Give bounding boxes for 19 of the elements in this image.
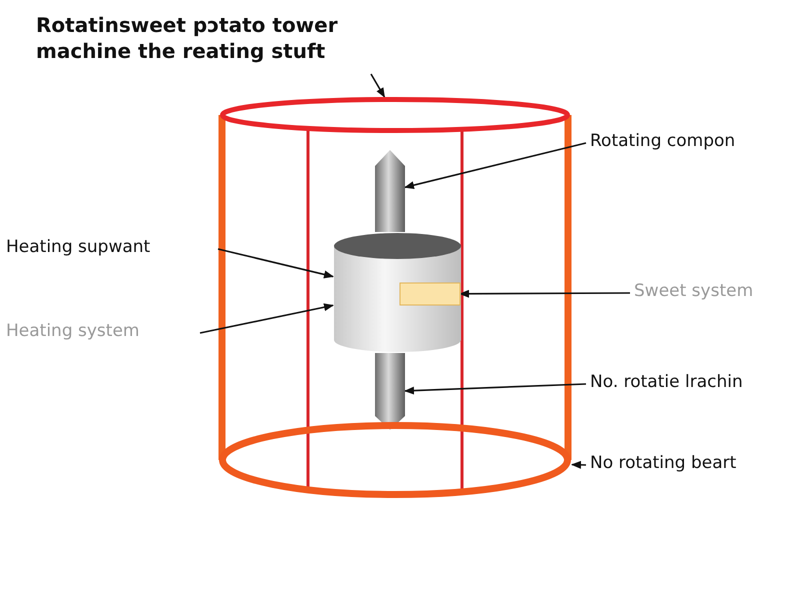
heating-band [400, 283, 460, 305]
leader-arrow [404, 383, 586, 395]
callout-label: No. rotatie lrachin [590, 371, 790, 397]
callout-label: Rotatinsweet pɔtato tower machine the reating stuft [36, 12, 396, 68]
bottom-ring [218, 422, 572, 498]
leader-arrow [370, 74, 386, 98]
callout-label: Rotating compon [590, 130, 790, 156]
leader-arrow [404, 142, 586, 190]
top-ring [219, 97, 571, 133]
callout-label: Heating supwant [6, 236, 214, 262]
callout-label: Sweet system [634, 280, 784, 306]
lower-shaft [375, 353, 405, 430]
callout-label: Heating system [6, 320, 196, 346]
upper-shaft [375, 150, 405, 232]
leader-arrow [459, 290, 630, 298]
leader-arrow [218, 248, 334, 278]
leader-arrow [571, 460, 586, 469]
callout-label: No rotating beart [590, 452, 790, 478]
leader-arrow [200, 303, 334, 334]
